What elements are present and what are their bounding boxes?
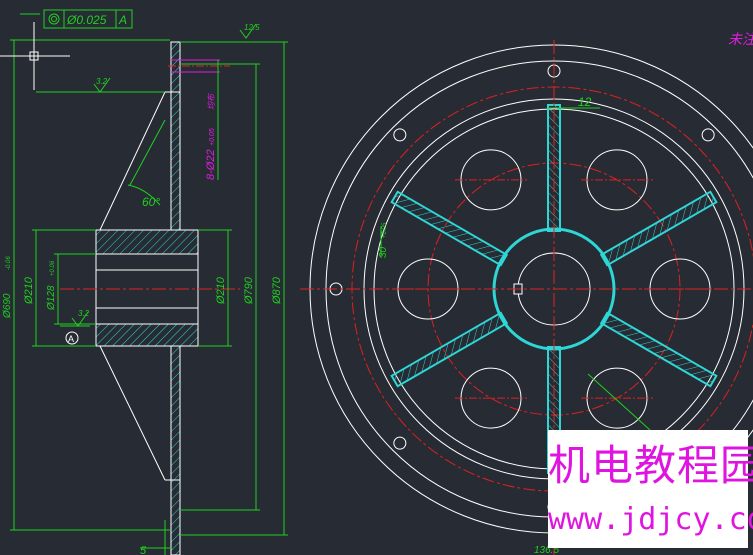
hub-hatch-top xyxy=(95,229,199,255)
dim-790: Ø790 xyxy=(243,276,255,305)
rib xyxy=(599,311,718,388)
watermark-url: www.jdjcy.com xyxy=(548,502,753,537)
rib xyxy=(390,190,509,267)
dim-five: 5 xyxy=(140,545,147,555)
section-view: A Ø0.025 A 60° 3.2 12.5 3.2 Ø690 -0.06 Ø… xyxy=(0,9,288,555)
rib-body xyxy=(599,190,718,267)
rib xyxy=(599,190,718,267)
web-hatch-lower xyxy=(170,345,181,481)
holes-note: 均布 xyxy=(207,93,216,110)
front-view: 12 30 +0.05 136.5 未注 xyxy=(300,31,753,555)
tolerance-frame: Ø0.025 A xyxy=(43,9,133,29)
holes-tol: +0.05 xyxy=(209,128,216,146)
tolerance-datum: A xyxy=(118,13,127,27)
dim-690: Ø690 xyxy=(2,293,13,319)
dim-width-12: 12 xyxy=(578,95,592,109)
tolerance-value: Ø0.025 xyxy=(66,13,107,27)
concentricity-icon xyxy=(48,13,60,25)
flange-hatch-bottom xyxy=(170,479,181,555)
dim-870: Ø870 xyxy=(271,276,283,305)
bolt-hole xyxy=(393,436,407,450)
dim-210-right: Ø210 xyxy=(215,276,227,305)
datum-label: A xyxy=(68,334,74,344)
rib-body xyxy=(390,190,509,267)
dim-690-tol: -0.06 xyxy=(6,256,12,270)
hub-hatch-bottom xyxy=(95,323,199,347)
bolt-hole xyxy=(393,128,407,142)
angle-label: 60° xyxy=(142,195,160,209)
roughness-c: 3.2 xyxy=(78,309,90,318)
rib xyxy=(390,311,509,388)
dim-30-tol: +0.05 xyxy=(382,222,388,238)
web-hatch-upper xyxy=(170,91,181,231)
bolt-hole xyxy=(701,128,715,142)
flange-hatch-top xyxy=(170,41,181,93)
rib-body xyxy=(390,311,509,388)
dim-128: Ø128 xyxy=(46,285,57,311)
roughness-a: 3.2 xyxy=(96,77,108,86)
datum-marker xyxy=(65,331,79,345)
dim-30: 30 xyxy=(378,246,389,258)
watermark-title: 机电教程园 xyxy=(548,441,753,490)
dim-bottom: 136.5 xyxy=(534,545,559,555)
holes-dim: 8-Ø22 xyxy=(205,149,217,180)
watermark-panel: 机电教程园 www.jdjcy.com xyxy=(548,430,753,548)
top-right-note: 未注 xyxy=(728,31,753,47)
dim-210-left: Ø210 xyxy=(23,276,35,305)
rib-body xyxy=(599,311,718,388)
dim-128-tol: +0.06 xyxy=(50,260,56,276)
roughness-b: 12.5 xyxy=(244,23,260,32)
